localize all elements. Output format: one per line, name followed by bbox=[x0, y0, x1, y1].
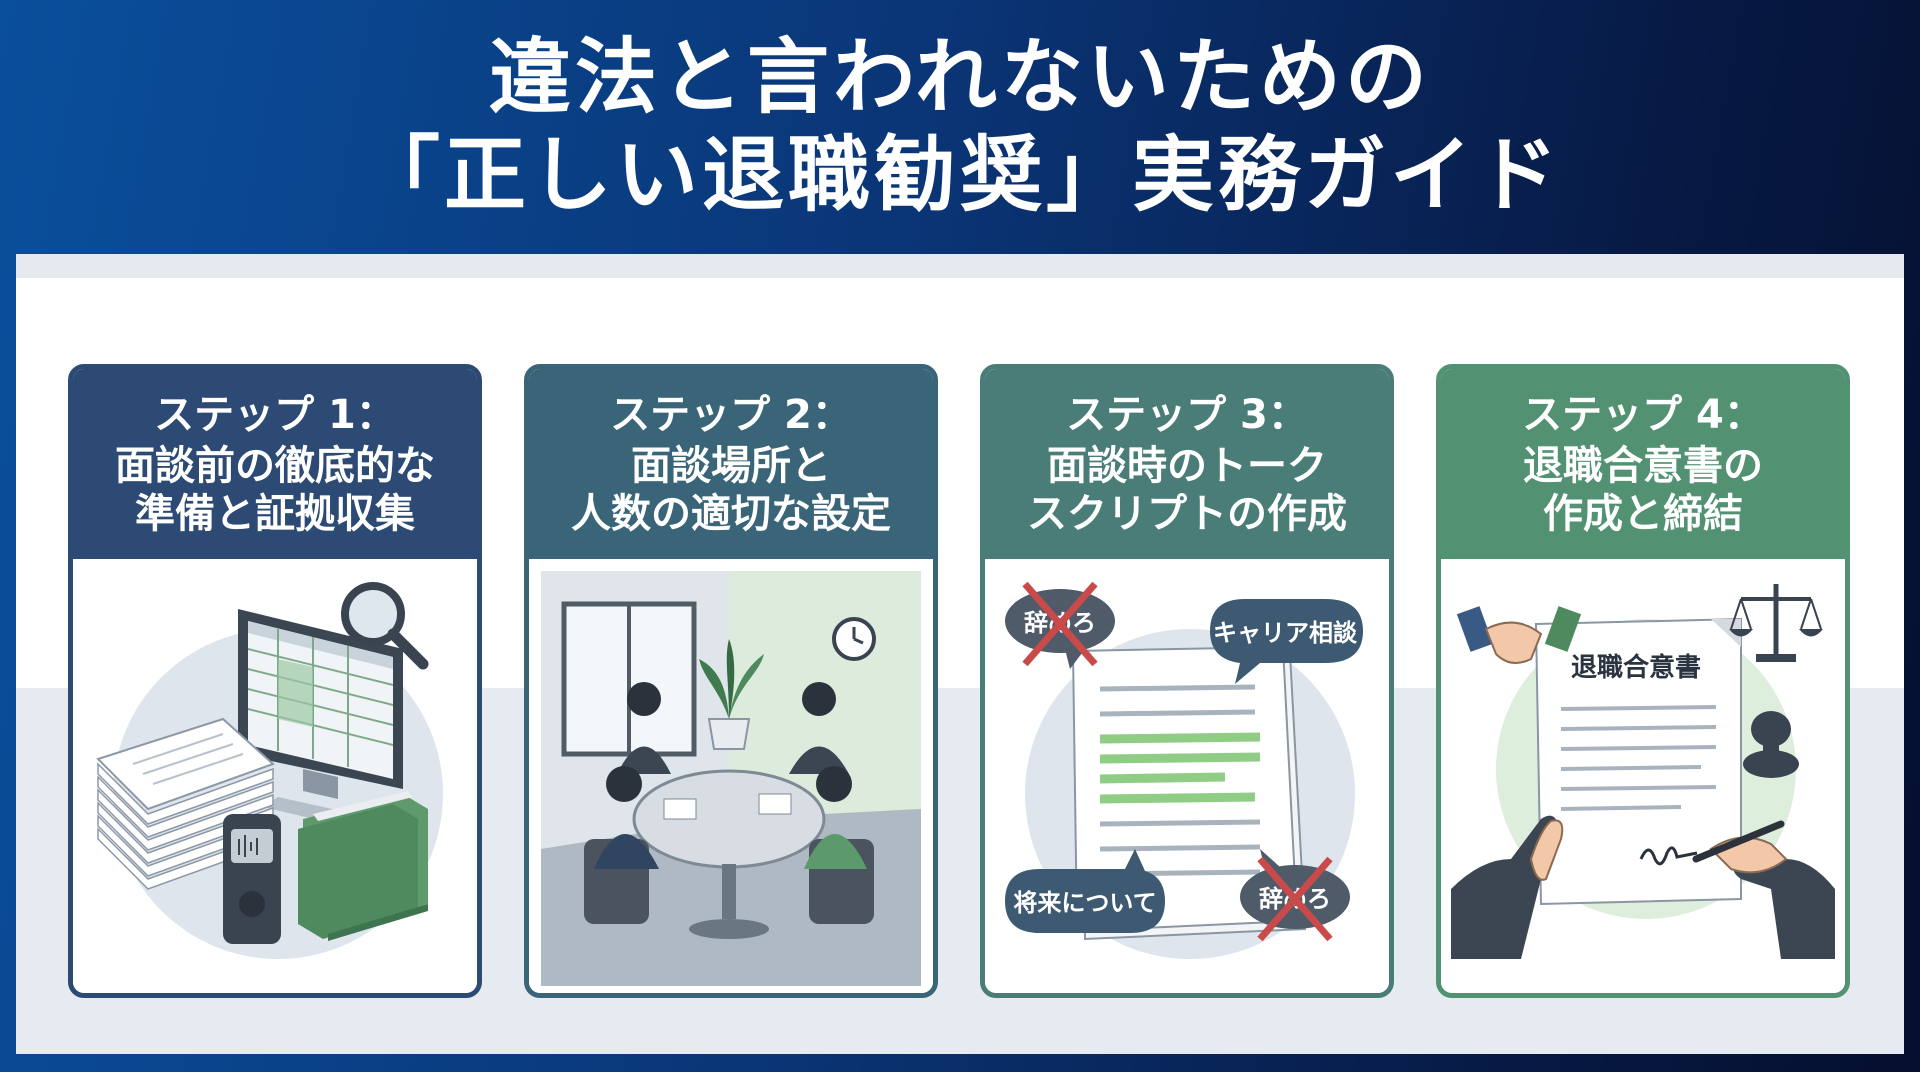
page-title-line-2: 「正しい退職勧奨」実務ガイド bbox=[357, 128, 1562, 223]
steps-panel: ステップ 1： 面談前の徹底的な 準備と証拠収集 bbox=[16, 254, 1904, 1054]
step-card-3-header: ステップ 3： 面談時のトーク スクリプトの作成 bbox=[985, 369, 1389, 559]
person-back-left bbox=[617, 682, 671, 774]
step-card-2-header: ステップ 2： 面談場所と 人数の適切な設定 bbox=[529, 369, 933, 559]
step-card-4-illustration: 退職合意書 bbox=[1441, 559, 1845, 993]
step-card-3: ステップ 3： 面談時のトーク スクリプトの作成 bbox=[980, 364, 1394, 998]
step-4-label: ステップ 4： bbox=[1522, 392, 1764, 438]
step-3-label: ステップ 3： bbox=[1066, 392, 1308, 438]
scales-of-justice-icon bbox=[1729, 584, 1823, 662]
step-card-2-illustration bbox=[529, 559, 933, 993]
crossed-out-bubble-bottom: 辞めろ bbox=[1240, 849, 1350, 942]
step-1-label: ステップ 1： bbox=[154, 392, 396, 438]
person-front-right bbox=[804, 766, 874, 924]
step-card-2: ステップ 2： 面談場所と 人数の適切な設定 bbox=[524, 364, 938, 998]
plant-icon bbox=[699, 639, 764, 750]
green-folders-icon bbox=[298, 791, 428, 941]
step-card-1-illustration bbox=[73, 559, 477, 993]
step-2-label: ステップ 2： bbox=[610, 392, 852, 438]
document-stack-icon bbox=[96, 717, 275, 890]
step-card-3-illustration: 辞めろ キャリア相談 将来について 辞めろ bbox=[985, 559, 1389, 993]
future-bubble: 将来について bbox=[1005, 849, 1165, 933]
clock-icon bbox=[832, 617, 876, 661]
voice-recorder-icon bbox=[223, 814, 281, 944]
step-card-1-header: ステップ 1： 面談前の徹底的な 準備と証拠収集 bbox=[73, 369, 477, 559]
spreadsheet-monitor-icon bbox=[238, 609, 403, 827]
step-1-title-line-1: 面談前の徹底的な bbox=[115, 443, 435, 489]
career-bubble-text: キャリア相談 bbox=[1213, 619, 1358, 647]
hands-signing-icon bbox=[1451, 815, 1835, 959]
step-3-title-line-2: スクリプトの作成 bbox=[1027, 491, 1347, 537]
step-card-4-header: ステップ 4： 退職合意書の 作成と締結 bbox=[1441, 369, 1845, 559]
page-title-line-1: 違法と言われないための bbox=[489, 30, 1431, 125]
step-card-1: ステップ 1： 面談前の徹底的な 準備と証拠収集 bbox=[68, 364, 482, 998]
crossed-out-bubble-top: 辞めろ bbox=[1005, 581, 1115, 669]
person-front-left bbox=[584, 766, 659, 924]
seal-stamp-icon bbox=[1743, 711, 1799, 778]
preparation-illustration bbox=[96, 582, 443, 959]
magnifier-icon bbox=[341, 582, 429, 670]
agreement-illustration: 退職合意書 bbox=[1451, 584, 1835, 959]
step-2-title-line-1: 面談場所と bbox=[631, 443, 831, 489]
step-4-title-line-1: 退職合意書の bbox=[1523, 443, 1763, 489]
career-consultation-bubble: キャリア相談 bbox=[1210, 599, 1363, 684]
talk-script-illustration: 辞めろ キャリア相談 将来について 辞めろ bbox=[1005, 581, 1363, 959]
step-2-title-line-2: 人数の適切な設定 bbox=[571, 491, 891, 537]
step-4-title-line-2: 作成と締結 bbox=[1543, 491, 1743, 537]
handshake-icon bbox=[1456, 606, 1582, 664]
step-3-title-line-1: 面談時のトーク bbox=[1047, 443, 1327, 489]
step-card-4: ステップ 4： 退職合意書の 作成と締結 退職合意書 bbox=[1436, 364, 1850, 998]
agreement-document-title: 退職合意書 bbox=[1571, 652, 1701, 683]
step-1-title-line-2: 準備と証拠収集 bbox=[135, 491, 415, 537]
title-area: 違法と言われないための 「正しい退職勧奨」実務ガイド bbox=[0, 0, 1920, 254]
meeting-room-illustration bbox=[541, 571, 921, 986]
window-icon bbox=[561, 601, 697, 757]
future-bubble-text: 将来について bbox=[1013, 889, 1156, 917]
agreement-document-icon: 退職合意書 bbox=[1534, 617, 1742, 906]
